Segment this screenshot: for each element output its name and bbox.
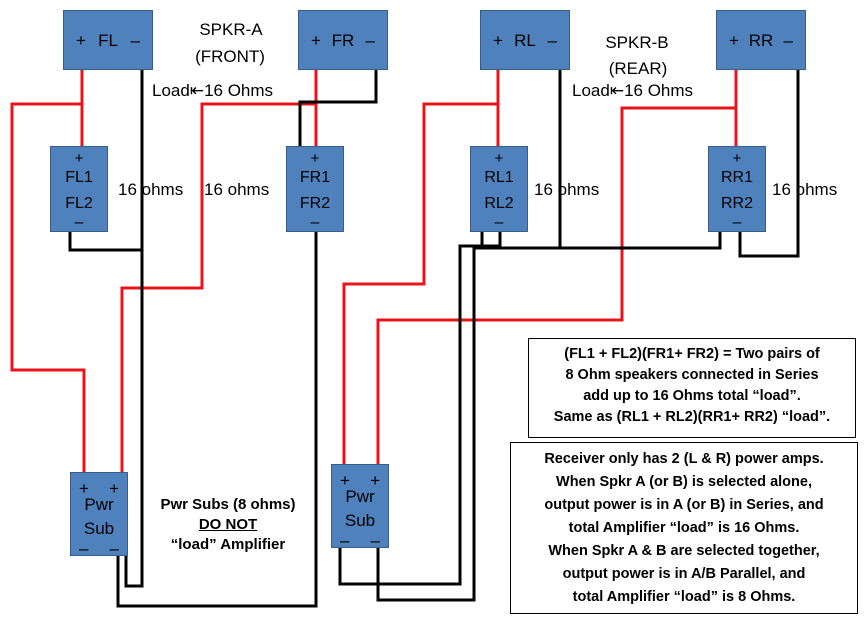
terminal-plus: + <box>109 479 119 498</box>
wire-fl-negative-run <box>124 250 144 588</box>
spkr-a-subtitle: (FRONT) <box>195 47 265 66</box>
sub-note-line1: Pwr Subs (8 ohms) <box>160 496 296 513</box>
ohms-label-fr: 16 ohms <box>204 180 270 199</box>
power-sub-right: + + Pwr Sub – – <box>331 464 389 550</box>
terminal-minus: – <box>732 214 742 231</box>
sub-line1: Pwr <box>345 487 375 506</box>
wire-rl-positive <box>342 70 500 466</box>
terminal-minus: – <box>310 214 320 231</box>
sub-line1: Pwr <box>84 495 114 514</box>
receiver-note-line3: output power is in A (or B) in Series, a… <box>544 497 824 513</box>
terminal-minus: – <box>79 539 89 558</box>
pair-rl: + RL1 RL2 – <box>470 146 528 232</box>
pair-line2: FR2 <box>299 195 331 212</box>
terminal-plus: + <box>76 31 86 50</box>
speaker-rr: + RR – <box>716 10 806 70</box>
terminal-minus: – <box>365 31 375 50</box>
terminal-plus: + <box>729 31 739 50</box>
pair-line1: RL1 <box>484 169 514 186</box>
terminal-minus: – <box>74 214 84 231</box>
wire-fl-positive <box>10 70 86 474</box>
terminal-plus: + <box>370 471 380 490</box>
ohms-label-fl: 16 ohms <box>118 180 184 199</box>
terminal-plus: + <box>79 479 89 498</box>
receiver-note-line5: When Spkr A & B are selected together, <box>548 543 820 559</box>
wire-rl-to-sub <box>338 232 502 586</box>
terminal-plus: + <box>340 471 350 490</box>
spkr-a-load: Load⇤16 Ohms <box>152 81 274 100</box>
wire-fr-positive <box>120 70 318 474</box>
wire-fl-negative <box>68 70 144 252</box>
wire-fr-to-sub <box>116 232 318 608</box>
wire-rr-to-sub <box>376 232 722 602</box>
speaker-label: FR <box>331 31 355 50</box>
speaker-fl: + FL – <box>63 10 153 70</box>
receiver-note-line2: When Spkr A (or B) is selected alone, <box>556 474 812 490</box>
terminal-plus: + <box>493 31 503 50</box>
terminal-minus: – <box>547 31 557 50</box>
terminal-minus: – <box>783 31 793 50</box>
wire-rr-negative <box>738 70 800 258</box>
pair-rr: + RR1 RR2 – <box>708 146 766 232</box>
spkr-b-subtitle: (REAR) <box>608 59 668 78</box>
sub-note-line2: DO NOT <box>198 516 258 533</box>
terminal-plus: + <box>732 150 742 167</box>
terminal-plus: + <box>310 150 320 167</box>
spkr-b-load: Load⇤16 Ohms <box>572 81 694 100</box>
pair-fl: + FL1 FL2 – <box>50 146 108 232</box>
spkr-b-title: SPKR-B <box>605 33 669 52</box>
pair-line1: RR1 <box>720 169 753 186</box>
series-note-line3: add up to 16 Ohms total “load”. <box>583 388 801 404</box>
terminal-plus: + <box>311 31 321 50</box>
speaker-label: RL <box>514 31 536 50</box>
terminal-minus: – <box>130 31 140 50</box>
terminal-plus: + <box>74 150 84 167</box>
receiver-note-line6: output power is in A/B Parallel, and <box>562 566 806 582</box>
receiver-note-line4: total Amplifier “load” is 16 Ohms. <box>568 520 800 536</box>
terminal-plus: + <box>494 150 504 167</box>
pair-line2: RL2 <box>484 195 514 212</box>
series-note-line1: (FL1 + FL2)(FR1+ FR2) = Two pairs of <box>564 346 820 362</box>
terminal-minus: – <box>340 531 350 550</box>
speaker-fr: + FR – <box>298 10 388 70</box>
speaker-label: FL <box>98 31 118 50</box>
power-sub-left: + + Pwr Sub – – <box>70 472 128 558</box>
receiver-note-line1: Receiver only has 2 (L & R) power amps. <box>544 451 824 467</box>
pair-line2: RR2 <box>720 195 753 212</box>
series-note-line4: Same as (RL1 + RL2)(RR1+ RR2) “load”. <box>553 409 831 425</box>
sub-note: Pwr Subs (8 ohms) DO NOT “load” Amplifie… <box>146 495 310 555</box>
receiver-note-line7: total Amplifier “load” is 8 Ohms. <box>572 589 796 605</box>
terminal-minus: – <box>109 539 119 558</box>
wire-rr-positive <box>376 70 738 466</box>
sub-line2: Sub <box>83 519 115 538</box>
spkr-a-title: SPKR-A <box>199 20 263 39</box>
sub-note-line3: “load” Amplifier <box>170 536 286 553</box>
speaker-rl: + RL – <box>480 10 570 70</box>
receiver-note-box: Receiver only has 2 (L & R) power amps. … <box>510 442 858 614</box>
terminal-minus: – <box>370 531 380 550</box>
sub-line2: Sub <box>344 511 376 530</box>
terminal-minus: – <box>494 214 504 231</box>
series-note-box: (FL1 + FL2)(FR1+ FR2) = Two pairs of 8 O… <box>528 338 856 438</box>
series-note-line2: 8 Ohm speakers connected in Series <box>565 367 819 383</box>
speaker-label: RR <box>748 31 774 50</box>
pair-line1: FR1 <box>299 169 331 186</box>
ohms-label-rl: 16 ohms <box>534 180 600 199</box>
pair-line1: FL1 <box>65 169 93 186</box>
pair-line2: FL2 <box>65 195 93 212</box>
pair-fr: + FR1 FR2 – <box>286 146 344 232</box>
ohms-label-rr: 16 ohms <box>772 180 838 199</box>
